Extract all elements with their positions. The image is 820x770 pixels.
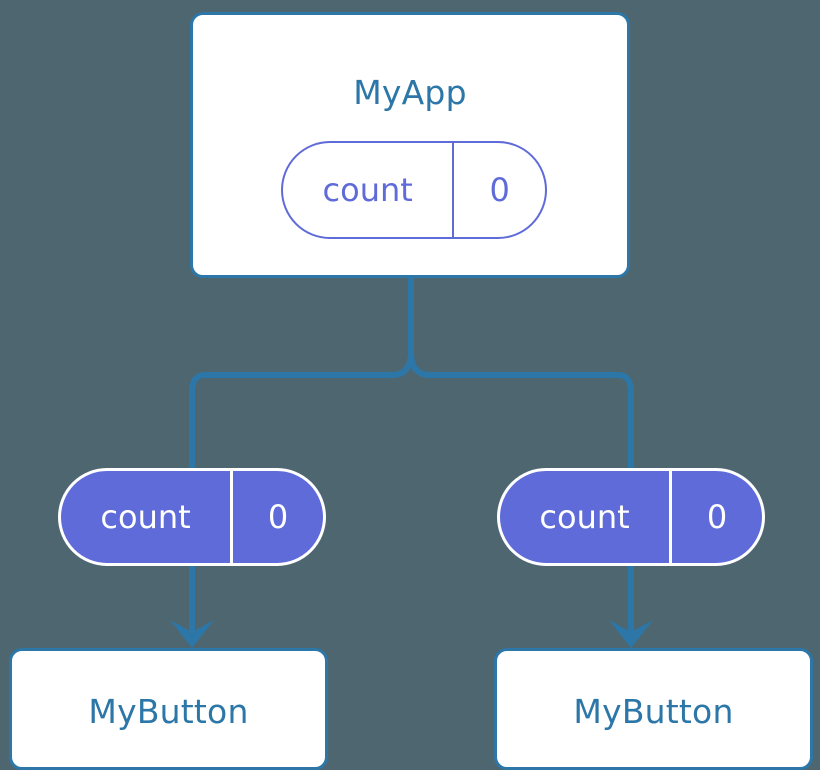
state-pill-root-key: count [283,143,455,237]
state-pill-root[interactable]: count 0 [281,141,547,239]
component-title-mybutton-left: MyButton [88,692,249,731]
component-card-myapp[interactable]: MyApp count 0 [190,12,630,278]
prop-pill-right-key: count [500,471,673,563]
state-flow-branch-left [189,351,414,468]
component-title-myapp: MyApp [353,73,467,112]
prop-pill-left-key: count [61,471,234,563]
component-card-mybutton-left[interactable]: MyButton [9,648,328,770]
prop-arrow-right-head [609,620,653,648]
component-card-mybutton-right[interactable]: MyButton [494,648,813,770]
prop-pill-right-value: 0 [706,498,728,536]
prop-pill-left-value: 0 [267,498,289,536]
component-title-mybutton-right: MyButton [573,692,734,731]
state-flow-branch-right [408,351,634,468]
prop-arrow-left-head [170,620,214,648]
prop-pill-left[interactable]: count 0 [58,468,326,566]
state-pill-root-value: 0 [489,171,510,209]
prop-pill-right[interactable]: count 0 [497,468,765,566]
